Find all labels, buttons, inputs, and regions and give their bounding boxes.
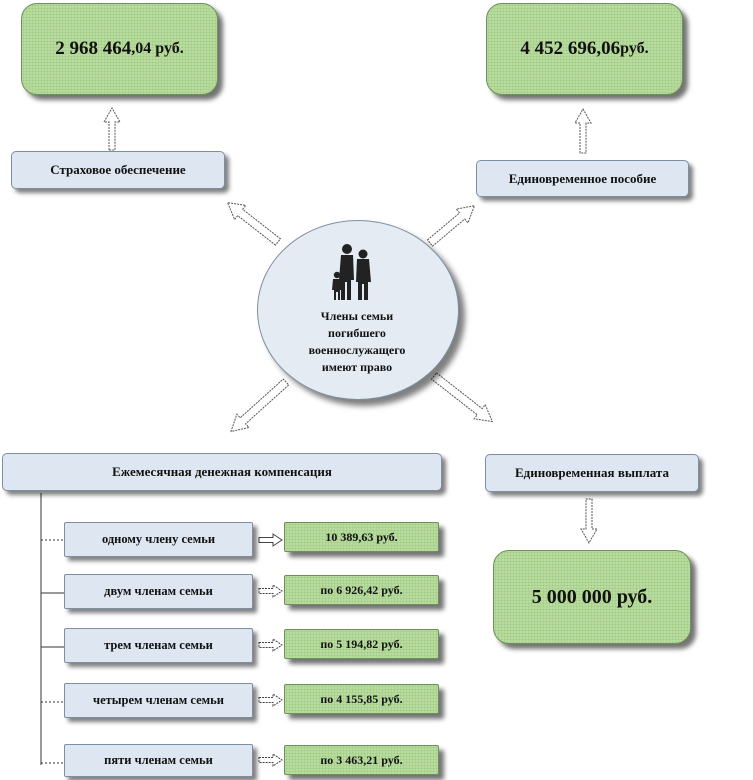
lump-payment-label-box: Единовременная выплата bbox=[485, 454, 699, 492]
arrow-up-right bbox=[574, 107, 592, 154]
arrow-up-left bbox=[103, 106, 121, 151]
row-label-1: одному члену семьи bbox=[64, 522, 253, 557]
row-amount-1: 10 389,63 руб. bbox=[284, 522, 439, 552]
arrow-to-bottom-left bbox=[230, 378, 290, 433]
row-arrow bbox=[258, 533, 283, 547]
lump-benefit-amount-rest: руб. bbox=[620, 40, 649, 57]
row-label-text: пяти членам семьи bbox=[104, 753, 213, 767]
arrow-down-right bbox=[580, 498, 598, 545]
monthly-compensation-label: Ежемесячная денежная компенсация bbox=[112, 464, 332, 479]
insurance-amount-main: 2 968 464 bbox=[55, 38, 132, 59]
row-amount-3: по 5 194,82 руб. bbox=[284, 629, 439, 659]
row-amount-2: по 6 926,42 руб. bbox=[284, 575, 439, 605]
insurance-amount-rest: ,04 руб. bbox=[131, 40, 184, 57]
arrow-to-bottom-right bbox=[430, 372, 494, 423]
row-label-text: трем членам семьи bbox=[104, 638, 213, 652]
center-text: Члены семьи погибшего военнослужащего им… bbox=[308, 309, 406, 374]
row-label-5: пяти членам семьи bbox=[64, 744, 253, 777]
row-label-text: четырем членам семьи bbox=[93, 693, 224, 707]
row-arrow bbox=[258, 753, 283, 767]
row-amount-5: по 3 463,21 руб. bbox=[284, 745, 439, 775]
row-amount-text: по 4 155,85 руб. bbox=[320, 691, 403, 706]
insurance-label-box: Страховое обеспечение bbox=[11, 151, 225, 189]
lump-benefit-amount-box: 4 452 696,06 руб. bbox=[486, 3, 683, 95]
row-arrow bbox=[258, 638, 283, 652]
arrow-to-top-left bbox=[226, 201, 282, 246]
lump-benefit-amount-main: 4 452 696,06 bbox=[520, 38, 621, 59]
row-amount-text: по 5 194,82 руб. bbox=[320, 636, 403, 651]
lump-payment-amount-box: 5 000 000 руб. bbox=[493, 550, 691, 644]
row-amount-text: 10 389,63 руб. bbox=[325, 529, 398, 544]
insurance-amount-box: 2 968 464,04 руб. bbox=[21, 3, 218, 95]
lump-benefit-label: Единовременное пособие bbox=[508, 170, 657, 186]
arrow-to-top-right bbox=[426, 205, 476, 247]
lump-benefit-label-box: Единовременное пособие bbox=[476, 160, 689, 197]
row-label-2: двум членам семьи bbox=[64, 574, 253, 609]
lump-payment-amount: 5 000 000 руб. bbox=[531, 585, 653, 608]
row-label-4: четырем членам семьи bbox=[64, 683, 253, 718]
insurance-label: Страховое обеспечение bbox=[50, 162, 186, 177]
row-amount-4: по 4 155,85 руб. bbox=[284, 684, 439, 714]
monthly-compensation-box: Ежемесячная денежная компенсация bbox=[2, 453, 442, 491]
family-silhouette-icon bbox=[332, 244, 371, 300]
row-label-text: одному члену семьи bbox=[101, 532, 216, 546]
row-amount-text: по 3 463,21 руб. bbox=[320, 752, 403, 767]
row-label-3: трем членам семьи bbox=[64, 628, 253, 663]
row-label-text: двум членам семьи bbox=[104, 584, 213, 598]
row-amount-text: по 6 926,42 руб. bbox=[320, 582, 403, 597]
center-circle bbox=[257, 220, 459, 400]
row-arrow bbox=[258, 584, 283, 598]
row-arrow bbox=[258, 693, 283, 707]
lump-payment-label: Единовременная выплата bbox=[515, 465, 669, 480]
